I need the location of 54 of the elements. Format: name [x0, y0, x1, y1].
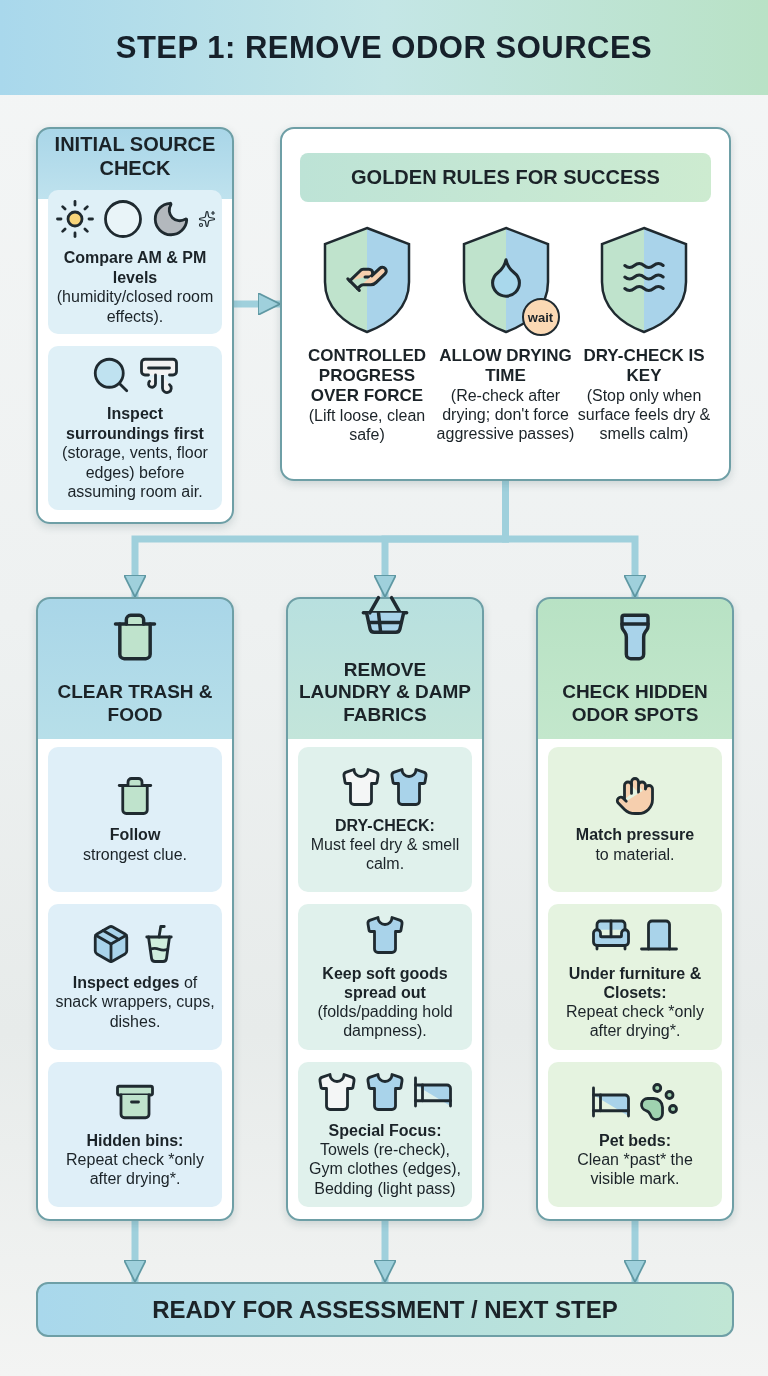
- tip-card: [48, 190, 222, 335]
- section-heading: CLEAR TRASH & FOOD: [56, 681, 214, 727]
- section-panel: [286, 597, 484, 1221]
- title-banner: STEP 1: REMOVE ODOR SOURCES: [0, 0, 768, 95]
- tip-card: [48, 1061, 222, 1207]
- tip-card: [48, 747, 222, 893]
- tip-text: (folds/padding hold dampness).: [316, 1002, 454, 1041]
- tip-heading: Keep soft goods spread out: [321, 963, 449, 1002]
- rule-heading: DRY-CHECK IS KEY: [582, 346, 706, 387]
- badge-label: wait: [521, 298, 560, 336]
- tip-card: [298, 1061, 472, 1207]
- tip-text: to material.: [595, 844, 675, 864]
- tip-text: Compare AM & PM levels (humidity/closed room effects).: [55, 248, 215, 327]
- section-panel: [36, 127, 234, 524]
- section-panel: [36, 597, 234, 1221]
- tip-text: Repeat check *only after drying*.: [65, 1149, 205, 1189]
- rules-panel: [280, 127, 731, 481]
- tip-heading: Under furniture & Closets:: [567, 963, 703, 1002]
- tip-card: [298, 747, 472, 893]
- rule-text: (Lift loose, clean safe): [307, 406, 427, 445]
- section-heading: REMOVE LAUNDRY & DAMP FABRICS: [298, 658, 472, 727]
- tip-heading: Special Focus:: [328, 1120, 442, 1141]
- arrow: [234, 292, 281, 316]
- tip-heading: Hidden bins:: [86, 1130, 184, 1150]
- tip-heading: DRY-CHECK:: [335, 815, 435, 836]
- tip-text: Clean *past* the visible mark.: [576, 1149, 694, 1189]
- tip-text: Inspect surroundings first (storage, vents, floor edges) before assuming room air.: [61, 404, 209, 502]
- tip-heading: Follow: [109, 825, 161, 845]
- arrow: [502, 481, 647, 598]
- arrow: [623, 1221, 647, 1283]
- tip-text: Must feel dry & smell calm.: [309, 835, 461, 874]
- tip-card: [48, 904, 222, 1050]
- tip-heading: Pet beds:: [599, 1130, 671, 1150]
- rule-text: (Re-check after drying; don't force aggressive passes): [436, 386, 575, 444]
- tip-card: [48, 346, 222, 510]
- arrow: [373, 1221, 397, 1283]
- tip-card: [548, 1061, 722, 1207]
- end-step-bar: READY FOR ASSESSMENT / NEXT STEP: [36, 1282, 734, 1337]
- rule-heading: CONTROLLED PROGRESS OVER FORCE: [306, 346, 427, 407]
- tip-text: strongest clue.: [82, 844, 188, 864]
- rule-heading: ALLOW DRYING TIME: [438, 346, 573, 387]
- tip-text: Towels (re-check), Gym clothes (edges), Bedding (light pass): [307, 1140, 463, 1198]
- tip-heading: Match pressure: [575, 825, 695, 845]
- rule-text: (Stop only when surface feels dry & smells calm): [576, 386, 712, 444]
- section-panel: [536, 597, 734, 1221]
- heading-banner: GOLDEN RULES FOR SUCCESS: [300, 153, 711, 202]
- section-heading: CHECK HIDDEN ODOR SPOTS: [561, 681, 709, 727]
- section-heading: INITIAL SOURCE CHECK: [53, 131, 217, 181]
- tip-card: [548, 747, 722, 893]
- tip-card: [548, 904, 722, 1050]
- arrow: [123, 1221, 147, 1283]
- tip-card: [298, 904, 472, 1050]
- tip-text: Inspect edges of snack wrappers, cups, dishes.: [54, 972, 216, 1032]
- tip-text: Repeat check *only after drying*.: [565, 1002, 705, 1041]
